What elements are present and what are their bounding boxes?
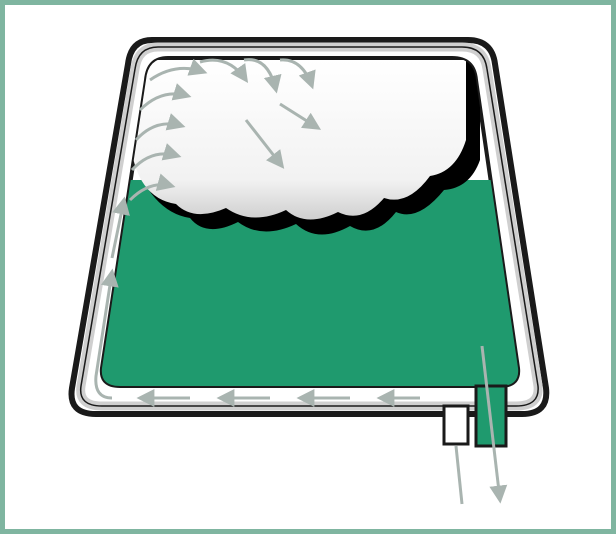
inlet-pipe — [444, 406, 468, 504]
liquid-body — [90, 60, 530, 400]
flow-arrow — [456, 446, 462, 504]
